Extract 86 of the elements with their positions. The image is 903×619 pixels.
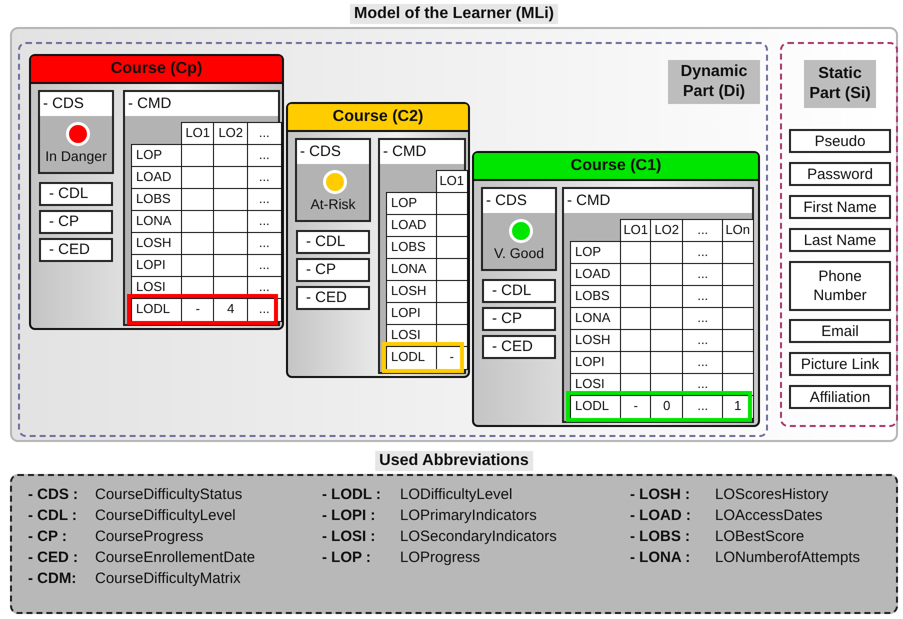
attribute-box: - CDL bbox=[482, 279, 556, 303]
abbreviation-term: - LOSH : bbox=[630, 486, 690, 503]
column-header: LO1 bbox=[436, 170, 468, 194]
column-header: ... bbox=[247, 122, 282, 146]
section-title: Model of the Learner (MLi) bbox=[350, 4, 558, 24]
abbreviation-term: - LOAD : bbox=[630, 507, 691, 524]
table-cell: 4 bbox=[213, 298, 248, 322]
table-cell: 0 bbox=[650, 395, 684, 418]
panel-header: - CMD bbox=[380, 140, 464, 164]
course-card bbox=[472, 151, 760, 427]
abbreviation-term: - CP : bbox=[28, 528, 67, 545]
attribute-box: Email bbox=[789, 319, 891, 343]
section-title: Static Part (Si) bbox=[804, 60, 876, 108]
status-panel bbox=[481, 187, 557, 271]
table-cell: - bbox=[181, 298, 214, 322]
status-label: V. Good bbox=[492, 245, 546, 261]
attribute-box: - CP bbox=[482, 307, 556, 331]
abbreviation-term: - CDL : bbox=[28, 507, 77, 524]
attribute-box: Pseudo bbox=[789, 129, 891, 153]
attribute-box: - CDL bbox=[39, 182, 113, 206]
abbreviation-definition: CourseEnrollementDate bbox=[95, 549, 256, 566]
table-cell: ... bbox=[247, 188, 282, 212]
card-header: Course (C1) bbox=[474, 153, 758, 181]
row-header: LODL bbox=[386, 346, 438, 370]
attribute-box: - CED bbox=[39, 238, 113, 262]
attribute-box: Password bbox=[789, 162, 891, 186]
abbreviation-definition: LODifficultyLevel bbox=[400, 486, 512, 503]
abbreviation-term: - LOBS : bbox=[630, 528, 690, 545]
abbreviation-term: - CDM: bbox=[28, 570, 76, 587]
attribute-box: First Name bbox=[789, 195, 891, 219]
abbreviation-definition: CourseProgress bbox=[95, 528, 204, 545]
abbreviation-term: - LODL : bbox=[322, 486, 381, 503]
attribute-box: Affiliation bbox=[789, 385, 891, 409]
abbreviation-definition: LONumberofAttempts bbox=[715, 549, 860, 566]
panel-header: - CDS bbox=[483, 189, 555, 213]
abbreviation-term: - LOPI : bbox=[322, 507, 376, 524]
status-panel bbox=[295, 138, 371, 222]
card-header: Course (Cp) bbox=[31, 56, 282, 84]
panel-header: - CMD bbox=[564, 189, 752, 213]
attribute-box: Last Name bbox=[789, 228, 891, 252]
row-header: LODL bbox=[131, 298, 182, 322]
table-cell: ... bbox=[247, 144, 282, 168]
abbreviation-term: - CDS : bbox=[28, 486, 78, 503]
table-cell: ... bbox=[247, 166, 282, 190]
matrix-panel bbox=[123, 90, 280, 326]
attribute-box: - CP bbox=[296, 258, 370, 282]
attribute-box: Phone Number bbox=[789, 261, 891, 311]
attribute-box: - CDL bbox=[296, 230, 370, 254]
row-header: LODL bbox=[570, 395, 622, 418]
attribute-box: - CP bbox=[39, 210, 113, 234]
panel-header: - CMD bbox=[125, 92, 278, 116]
panel-header: - CDS bbox=[297, 140, 369, 164]
table-cell: ... bbox=[247, 232, 282, 256]
attribute-box: - CED bbox=[482, 335, 556, 359]
column-header: LOn bbox=[722, 219, 754, 242]
abbreviation-definition: CourseDifficultyStatus bbox=[95, 486, 242, 503]
status-label: At-Risk bbox=[309, 196, 357, 212]
course-card bbox=[286, 102, 470, 378]
status-label: In Danger bbox=[44, 148, 108, 164]
attribute-box: - CED bbox=[296, 286, 370, 310]
section-frame bbox=[18, 42, 768, 437]
table-cell: ... bbox=[247, 254, 282, 278]
abbreviation-definition: CourseDifficultyLevel bbox=[95, 507, 236, 524]
card-header: Course (C2) bbox=[288, 104, 468, 132]
abbreviation-definition: LOAccessDates bbox=[715, 507, 823, 524]
attribute-box: Picture Link bbox=[789, 352, 891, 376]
matrix-panel bbox=[562, 187, 754, 423]
abbreviation-term: - CED : bbox=[28, 549, 78, 566]
table-cell: ... bbox=[682, 395, 724, 418]
status-panel bbox=[38, 90, 114, 174]
abbreviation-definition: LOProgress bbox=[400, 549, 480, 566]
abbreviation-term: - LONA : bbox=[630, 549, 690, 566]
panel-header: - CDS bbox=[40, 92, 112, 116]
table-cell: ... bbox=[247, 210, 282, 234]
abbreviation-definition: LOPrimaryIndicators bbox=[400, 507, 537, 524]
section-frame bbox=[780, 42, 898, 427]
abbreviation-definition: LOSecondaryIndicators bbox=[400, 528, 557, 545]
abbreviation-definition: LOScoresHistory bbox=[715, 486, 828, 503]
section-title: Dynamic Part (Di) bbox=[668, 60, 760, 104]
abbreviation-term: - LOP : bbox=[322, 549, 371, 566]
matrix-panel bbox=[378, 138, 466, 374]
abbreviation-definition: CourseDifficultyMatrix bbox=[95, 570, 241, 587]
course-card bbox=[29, 54, 284, 330]
section-title: Used Abbreviations bbox=[375, 451, 533, 471]
abbreviation-definition: LOBestScore bbox=[715, 528, 804, 545]
abbreviation-term: - LOSI : bbox=[322, 528, 376, 545]
